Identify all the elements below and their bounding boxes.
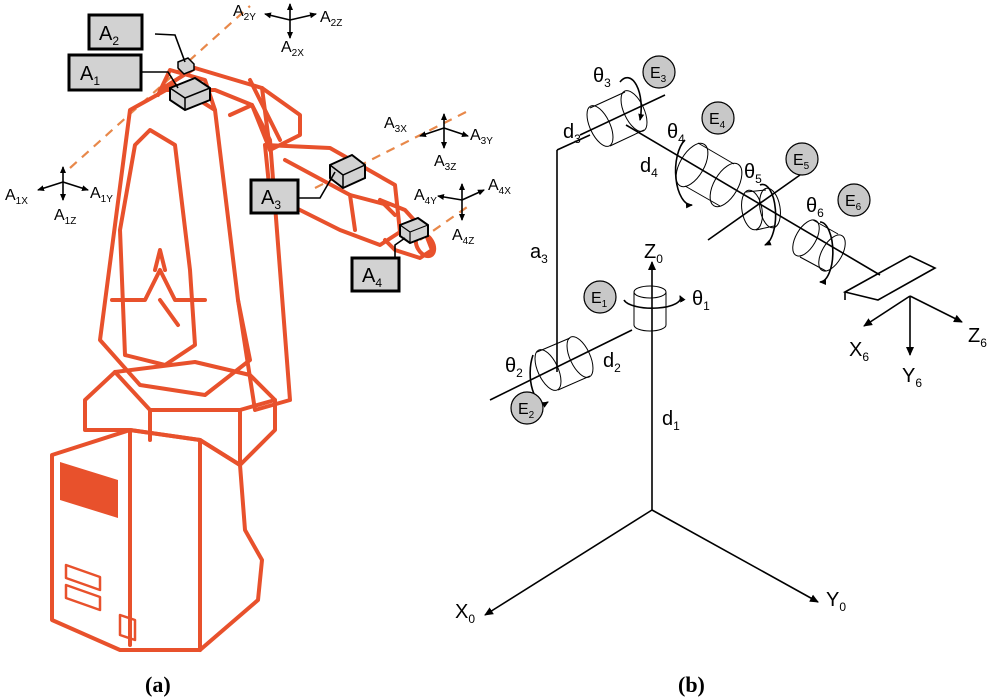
label-box-a1: A1	[67, 53, 143, 92]
robot-waist	[83, 360, 277, 467]
svg-text:A1: A1	[80, 63, 100, 88]
dashed-line-upper	[69, 5, 251, 169]
joint-6	[792, 219, 846, 285]
z0-label: Z0	[644, 241, 663, 266]
leader-a3	[296, 171, 336, 199]
leader-a4	[394, 237, 406, 260]
joint-5-axis	[707, 174, 801, 241]
theta-6-label: θ6	[806, 195, 824, 220]
label-box-a2: A2	[87, 13, 144, 51]
end-effector	[842, 255, 937, 301]
a3-label: a3	[530, 241, 548, 266]
encoder-e2: E2	[510, 391, 544, 425]
svg-text:E6: E6	[845, 193, 862, 213]
theta-2-label: θ2	[505, 355, 523, 380]
svg-text:E3: E3	[650, 65, 667, 85]
joint-4	[674, 139, 743, 209]
axis-triad-a3: A3X A3Y A3Z	[384, 113, 493, 173]
svg-text:E2: E2	[518, 401, 535, 421]
joint-2-axis	[489, 329, 633, 401]
svg-text:A2Y: A2Y	[233, 3, 256, 23]
svg-text:A4: A4	[362, 265, 382, 290]
svg-text:E5: E5	[793, 152, 810, 172]
svg-text:A3Y: A3Y	[470, 127, 493, 147]
kinematic-schematic	[484, 76, 963, 616]
link-d4	[625, 124, 881, 276]
axis-triad-a2: A2Y A2Z A2X	[233, 3, 342, 59]
svg-text:A1X: A1X	[5, 187, 28, 207]
y0-label: Y0	[826, 589, 846, 614]
svg-text:A4Y: A4Y	[414, 187, 437, 207]
joint-1	[623, 285, 686, 332]
encoder-e5: E5	[785, 142, 819, 176]
joint-3	[586, 76, 648, 147]
caption-b: (b)	[678, 672, 705, 697]
svg-text:A2Z: A2Z	[320, 9, 342, 29]
d4-label: d4	[640, 155, 658, 180]
svg-text:A1Y: A1Y	[90, 185, 113, 205]
theta-3-label: θ3	[593, 65, 611, 90]
svg-text:A2X: A2X	[281, 39, 304, 59]
y6-label: Y6	[902, 365, 922, 390]
d3-label: d3	[563, 121, 581, 146]
joint-3-axis	[579, 94, 666, 136]
y0-axis	[651, 509, 819, 603]
d2-label: d2	[603, 350, 621, 375]
joint-5	[741, 183, 781, 246]
accelerometer-2-body	[177, 57, 195, 75]
svg-text:E4: E4	[709, 111, 726, 131]
encoder-e1: E1	[583, 280, 617, 314]
x0-label: X0	[455, 601, 475, 626]
accelerometer-4-body	[399, 216, 429, 245]
svg-text:A1Z: A1Z	[54, 207, 76, 227]
x0-axis	[484, 509, 653, 616]
svg-text:A4X: A4X	[488, 177, 511, 197]
caption-a: (a)	[145, 672, 171, 697]
accelerometer-3-body	[329, 153, 366, 190]
svg-text:A2: A2	[99, 23, 119, 48]
z6-axis	[909, 295, 963, 323]
leader-a1	[140, 71, 179, 89]
theta-4-label: θ4	[667, 121, 685, 146]
z6-label: Z6	[968, 325, 987, 350]
d1-label: d1	[662, 408, 680, 433]
encoder-e6: E6	[837, 183, 871, 217]
robot-upper-arm	[98, 83, 252, 397]
svg-text:A3: A3	[261, 187, 281, 212]
link-d3	[556, 134, 591, 151]
x6-label: X6	[849, 339, 869, 364]
robot-shoulder	[158, 66, 302, 152]
joint-2	[529, 336, 594, 408]
accelerometer-1-body	[169, 76, 211, 112]
svg-text:A3Z: A3Z	[434, 153, 456, 173]
encoder-e4: E4	[701, 101, 735, 135]
svg-text:A3X: A3X	[384, 115, 407, 135]
theta-5-label: θ5	[744, 161, 762, 186]
encoder-e3: E3	[642, 55, 676, 89]
axis-triad-a1: A1X A1Y A1Z	[5, 166, 113, 227]
label-box-a4: A4	[350, 256, 401, 293]
svg-text:A4Z: A4Z	[452, 227, 474, 247]
axis-triad-a4: A4X A4Y A4Z	[414, 177, 511, 247]
robot-drawing	[50, 5, 471, 652]
x6-axis	[863, 295, 911, 327]
label-box-a3: A3	[249, 178, 300, 215]
leader-a2	[154, 33, 186, 63]
svg-text:E1: E1	[591, 290, 608, 310]
theta-1-label: θ1	[692, 288, 710, 313]
